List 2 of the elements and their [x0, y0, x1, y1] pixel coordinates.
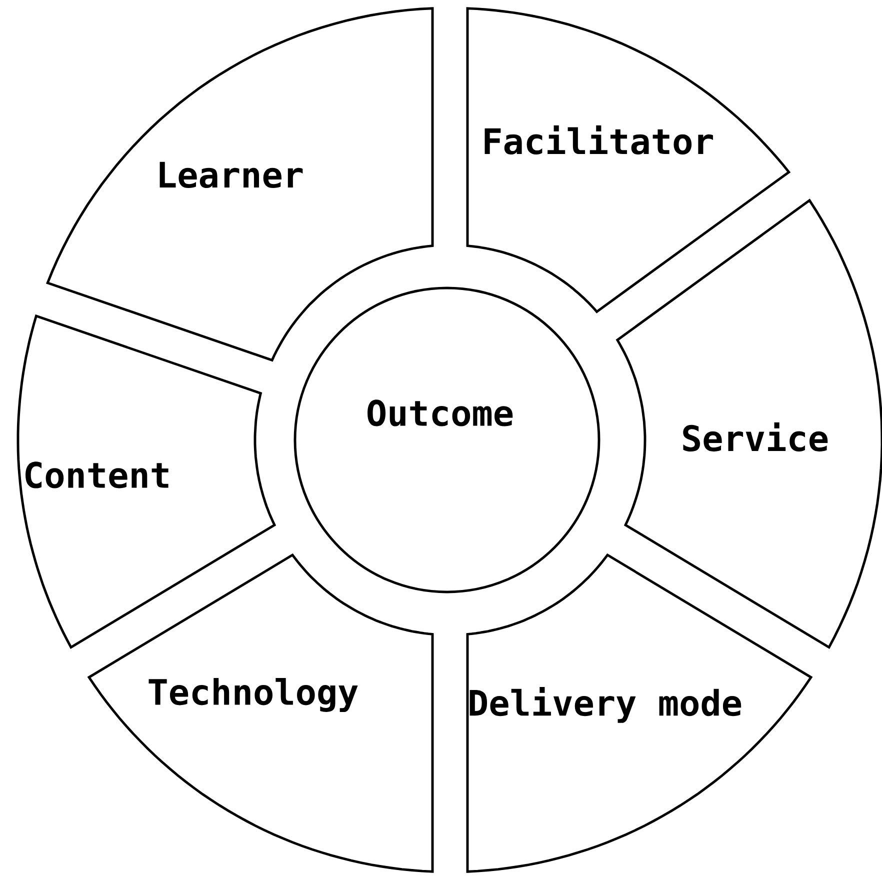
ring-segment: Learner [46, 7, 434, 362]
ring-segment: Delivery mode [466, 553, 813, 873]
